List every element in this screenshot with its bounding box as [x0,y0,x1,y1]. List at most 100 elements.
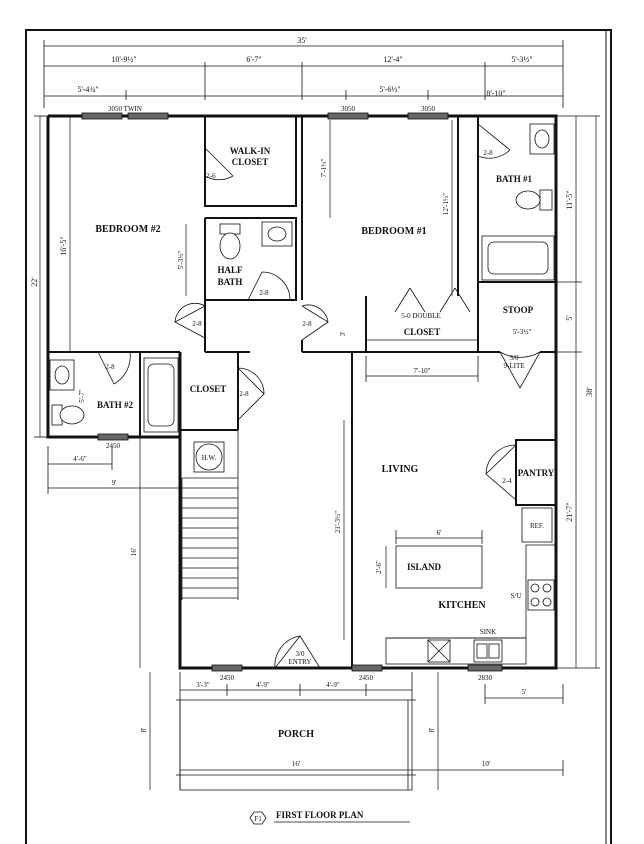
half-bath-toilet-icon [219,223,241,260]
dim-bath2-w: 4'-6" [73,455,87,463]
dim-right-38: 38' [585,387,594,397]
title-tag: F1 [254,815,262,823]
bath2-sink-icon [49,359,75,391]
left-dimensions: 22' 16'-5" [30,115,71,438]
window-3050-b [407,112,449,120]
dim-stoop-w: 5'-3½" [513,328,532,336]
dim-living-h: 21'-3½" [334,511,342,533]
top-dimensions: 35' 10'-9½" 6'-7" 12'-4" 5'-3½" 5'-4¾" 5… [43,36,564,108]
dim-right-21-7: 21'-7" [565,502,574,521]
dim-half-bath-h: 5'-3½" [177,251,185,270]
doors: 2-6 2-8 2-8 2-8 2-8 2-8 2-8 2-4 5-0 DOUB… [97,123,541,669]
dim-top-4: 5'-3½" [511,55,532,64]
door-2-6: 2-6 [206,172,216,180]
dim-right-11-5: 11'-5" [565,190,574,209]
kitchen-island [395,545,483,589]
room-bedroom-2: BEDROOM #2 [95,224,160,235]
bath1-toilet-icon [515,189,553,211]
dim-closet-3: 3' [339,332,347,337]
window-label-3050-a: 3050 [341,105,356,113]
door-2-8-half-bath: 2-8 [259,289,269,297]
window-2450-front-mid [351,664,383,672]
dim-front-3: 4'-9" [326,681,340,689]
dim-left-22: 22' [30,277,39,287]
dim-top-5: 5'-4¾" [77,85,98,94]
dim-porch-right: 10' [482,760,490,768]
room-labels: WALK-IN CLOSET BEDROOM #2 BEDROOM #1 BAT… [95,146,554,740]
window-2450-front-left [211,664,243,672]
dim-porch-h2: 8' [428,728,436,733]
window-3050-twin-left [81,112,123,120]
room-bath-1: BATH #1 [496,174,533,184]
dim-overall-width: 35' [297,36,307,45]
room-bath-2: BATH #2 [97,400,134,410]
window-label-2450-bath2: 2450 [106,442,121,450]
room-closet-lower: CLOSET [190,384,227,394]
stove-icon [527,579,555,611]
stairs [181,430,239,600]
refrigerator-icon [521,507,553,543]
room-walk-in-closet-line1: WALK-IN [230,146,271,156]
bath1-tub-icon [481,235,555,281]
door-2-4-pantry: 2-4 [502,477,512,485]
window-3050-a [327,112,369,120]
window-2830-sink [467,664,503,672]
room-pantry: PANTRY [518,468,555,478]
right-dimensions: 11'-5" 5' 38' 21'-7" [556,115,600,669]
window-label-2450-front-left: 2450 [220,674,235,682]
bath2-tub-icon [143,357,179,433]
room-closet-upper: CLOSET [404,327,441,337]
water-heater-icon [193,441,225,473]
door-5-0-double: 5-0 DOUBLE [401,312,440,320]
dim-island-h: 2'-6" [375,560,383,574]
bath2-toilet-icon [51,404,85,426]
room-kitchen: KITCHEN [438,600,486,611]
window-3050-twin-right [127,112,169,120]
title-block: F1 FIRST FLOOR PLAN [249,810,410,825]
dim-porch-h1: 8' [140,728,148,733]
windows: 3050 TWIN 3050 3050 2450 2450 2450 2830 [81,105,503,682]
window-label-2830: 2830 [478,674,493,682]
dim-top-3: 12'-4" [383,55,402,64]
dishwasher-icon [427,639,451,663]
dim-front-2: 4'-9" [256,681,270,689]
dim-top-7: 8'-10" [486,89,505,98]
room-island: ISLAND [407,562,442,572]
door-2-8-bath1: 2-8 [483,149,493,157]
dim-top-1: 10'-9½" [111,55,136,64]
window-label-2450-front-mid: 2450 [359,674,374,682]
dim-left-16-5: 16'-5" [59,236,68,255]
room-living: LIVING [382,464,419,475]
window-2450-bath2 [97,433,129,441]
refrigerator-label: REF. [530,522,544,530]
bath1-sink-icon [529,123,555,155]
fixtures: H.W. REF. S/U SINK [49,123,555,663]
dim-top-6: 5'-6½" [379,85,400,94]
porch [176,672,416,791]
room-half-bath-line2: BATH [218,277,243,287]
plan-title: FIRST FLOOR PLAN [276,810,364,820]
dim-sixteen-v: 16' [130,548,138,556]
room-half-bath-line1: HALF [217,265,243,275]
room-porch: PORCH [278,729,314,740]
interior-dimensions: 5'-3½" 7'-1½" 12'-1½" 5'-3½" 3' 7'-10" 5… [47,120,564,790]
window-label-3050-b: 3050 [421,105,436,113]
dim-closet-7-10: 7'-10" [414,367,431,375]
room-walk-in-closet-line2: CLOSET [232,157,269,167]
dim-right-5: 5' [565,315,574,321]
room-bedroom-1: BEDROOM #1 [361,226,426,237]
dim-top-2: 6'-7" [246,55,261,64]
dim-closet-h: 7'-1½" [320,159,328,178]
kitchen-sink-label: SINK [480,628,496,636]
door-2-8-bedroom1: 2-8 [302,320,312,328]
dim-nine: 9' [112,479,117,487]
dim-front-1: 3'-3" [196,681,210,689]
door-2-8-bedroom2: 2-8 [192,320,202,328]
dim-front-right: 5' [522,688,527,696]
dim-island-w: 6' [437,529,442,537]
title-tag-hexagon [249,811,267,825]
water-heater-label: H.W. [202,454,217,462]
